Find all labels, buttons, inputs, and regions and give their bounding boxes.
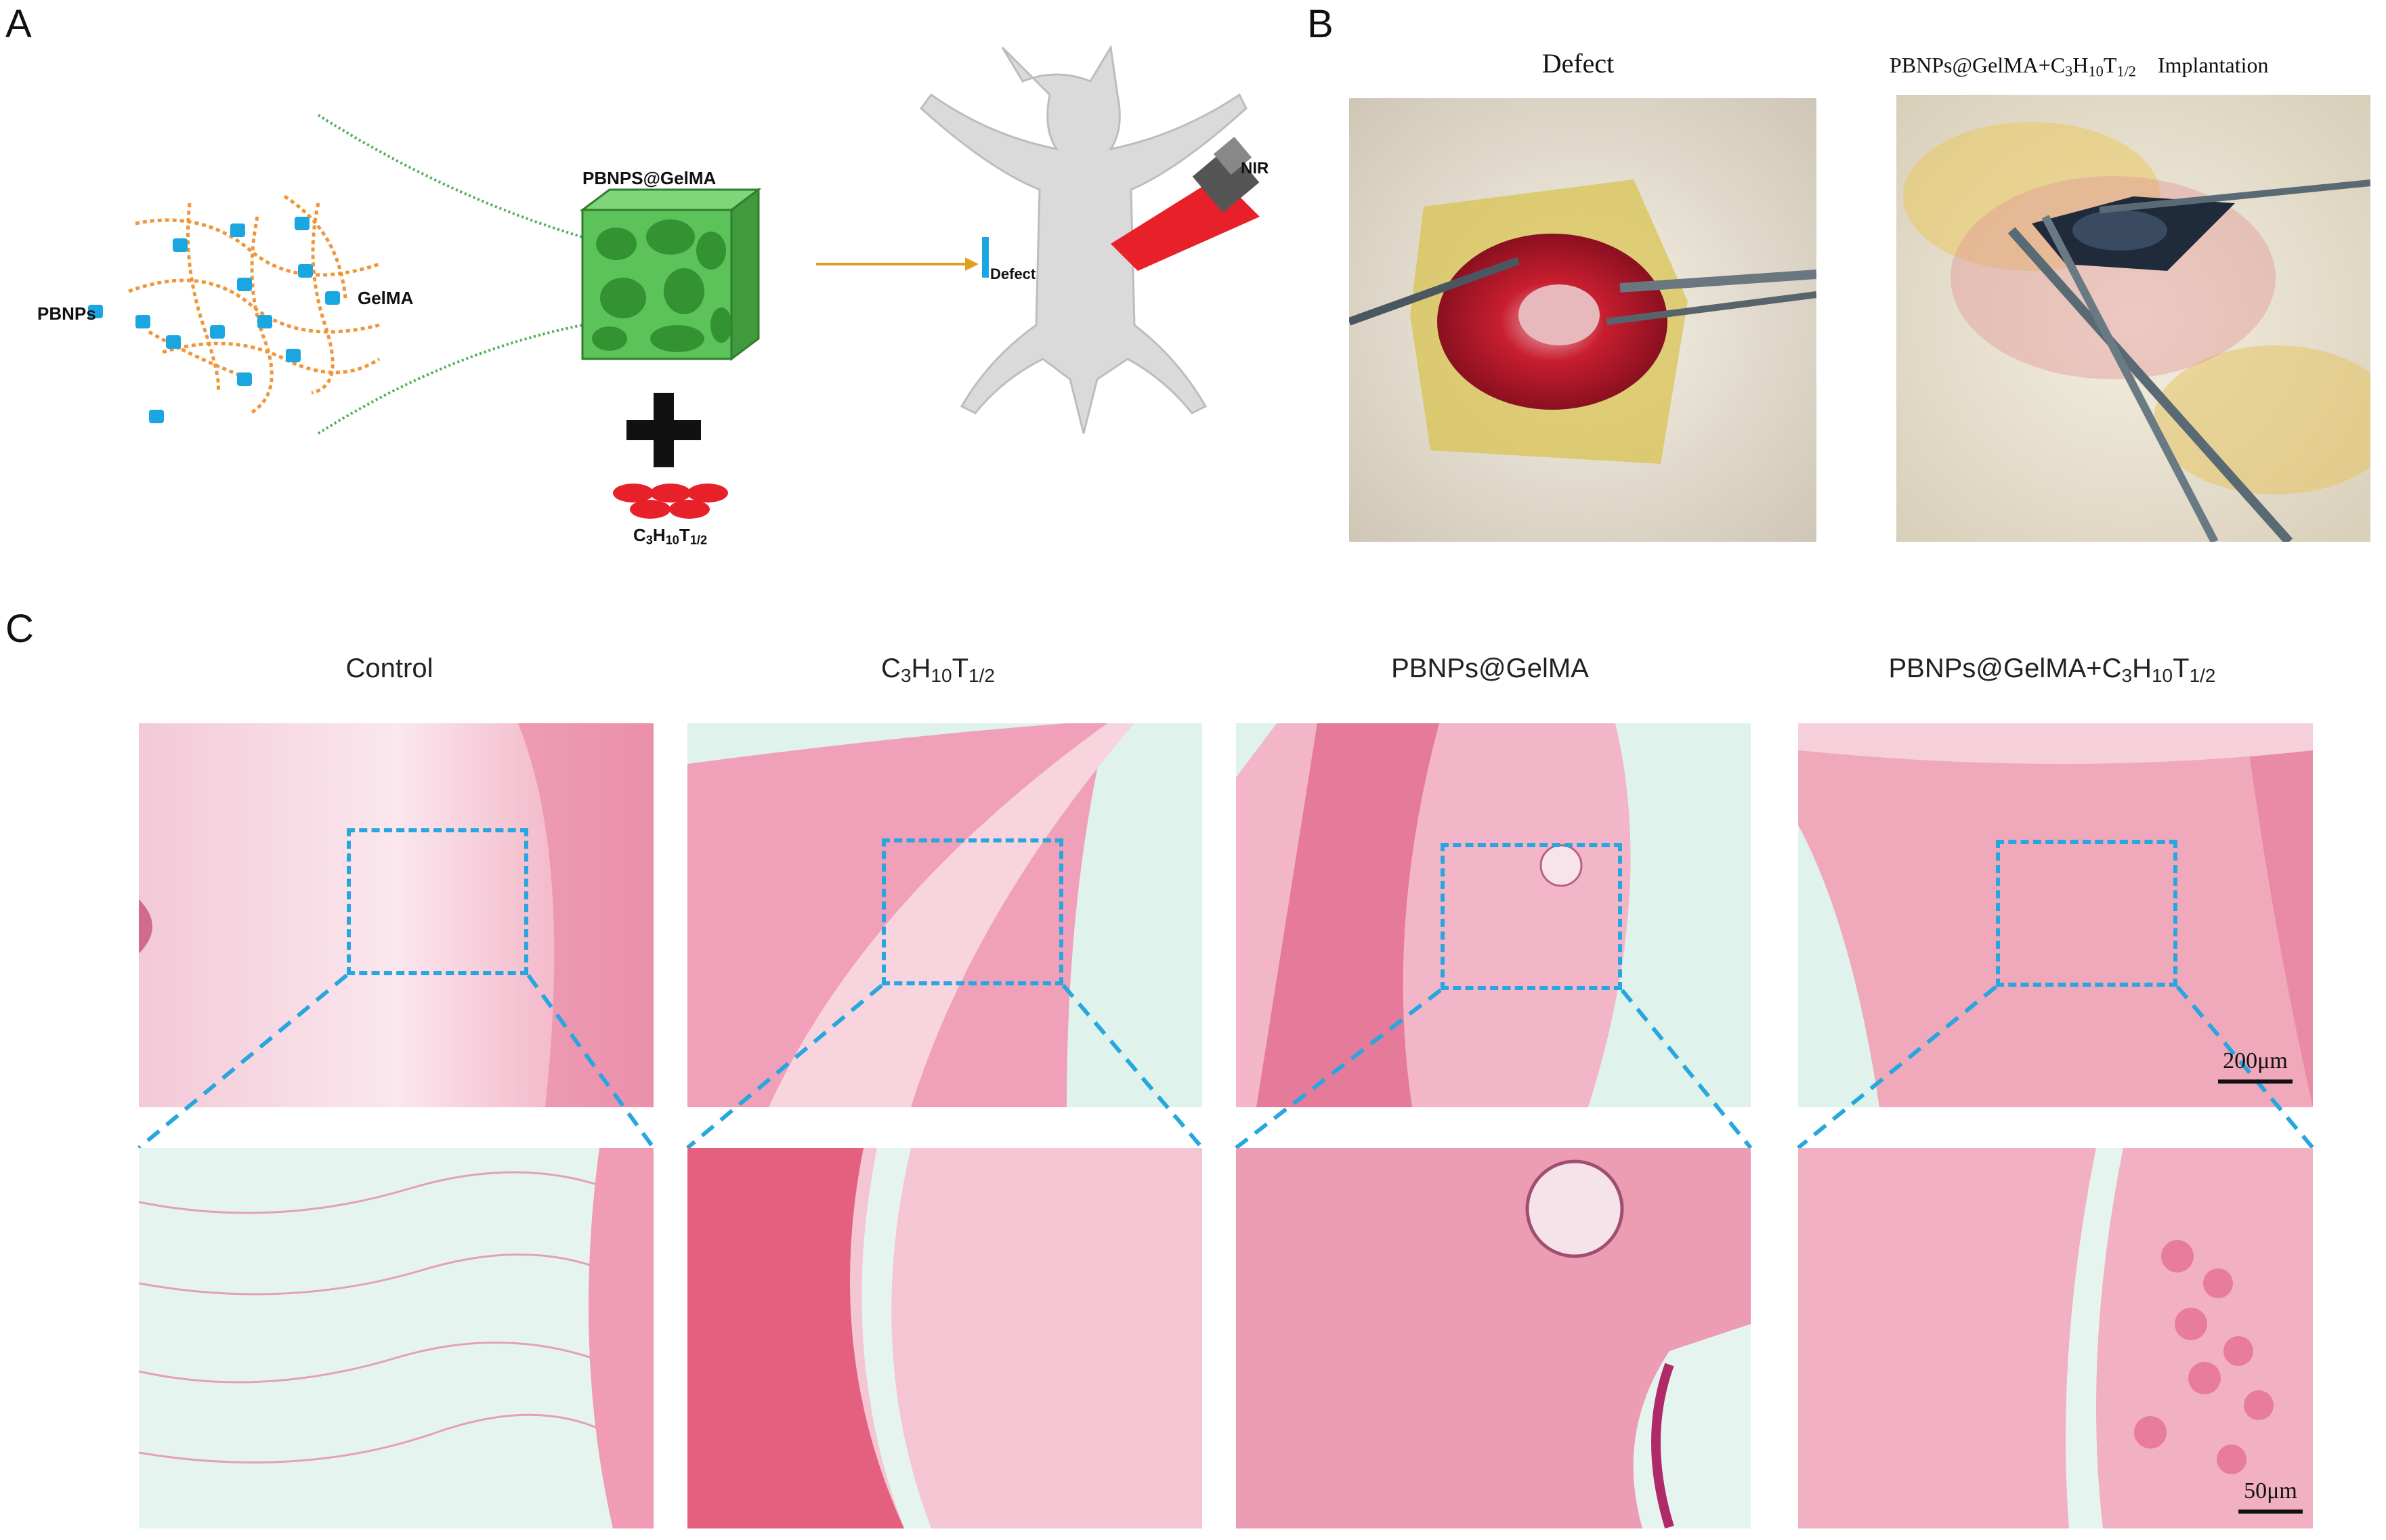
- gelma-fibers: [128, 194, 381, 415]
- histology-control-high: [139, 1148, 654, 1528]
- rat-silhouette-icon: [919, 44, 1248, 434]
- photo2-title: PBNPs@GelMA+C3H10T1/2 Implantation: [1890, 53, 2269, 80]
- histology-pbnps-gelma-cells-low: [1798, 723, 2313, 1107]
- label-pbnps: PBNPs: [37, 303, 96, 324]
- pbnp-particles: [88, 217, 340, 423]
- histology-cells-low: [687, 723, 1202, 1107]
- label-scaffold: PBNPS@GelMA: [582, 168, 717, 188]
- label-defect: Defect: [990, 265, 1036, 282]
- transition-arcs: [317, 114, 583, 435]
- defect-marker: [982, 237, 989, 278]
- panel-letter-c: C: [5, 607, 34, 651]
- histology-control-low: [139, 723, 654, 1107]
- col-title-control: Control: [345, 654, 433, 683]
- zoom-box-pbnps-gelma: [1441, 843, 1622, 990]
- col-title-pbnps-gelma: PBNPs@GelMA: [1391, 654, 1589, 683]
- zoom-box-pbnps-gelma-cells: [1996, 840, 2177, 987]
- photo1-title: Defect: [1541, 48, 1615, 79]
- zoom-box-control: [347, 828, 528, 975]
- implantation-photo: [1896, 95, 2370, 542]
- histology-pbnps-gelma-low: [1236, 723, 1751, 1107]
- zoom-box-cells: [882, 838, 1063, 985]
- label-gelma: GelMA: [358, 288, 414, 308]
- histology-cells-high: [687, 1148, 1202, 1528]
- panel-letter-a: A: [5, 2, 32, 46]
- cell-cluster: [613, 484, 728, 519]
- col-title-pbnps-gelma-cells: PBNPs@GelMA+C3H10T1/2: [1888, 654, 2216, 686]
- label-cell-line: C3H10T1/2: [633, 525, 708, 547]
- scale-bar-200um: 200μm: [2218, 1043, 2293, 1084]
- panel-a-schematic: [88, 44, 1260, 519]
- scale-bar-50um: 50μm: [2238, 1473, 2303, 1514]
- label-nir: NIR: [1241, 159, 1269, 177]
- plus-icon: [626, 393, 701, 467]
- scaffold-cube: [579, 188, 762, 361]
- col-title-cells: C3H10T1/2: [881, 654, 995, 686]
- nir-laser-icon: [1111, 136, 1260, 271]
- panel-letter-b: B: [1307, 2, 1334, 46]
- histology-pbnps-gelma-cells-high: [1798, 1148, 2313, 1528]
- histology-pbnps-gelma-high: [1236, 1148, 1751, 1528]
- defect-photo: [1349, 98, 1816, 542]
- implant-arrow: [816, 257, 979, 271]
